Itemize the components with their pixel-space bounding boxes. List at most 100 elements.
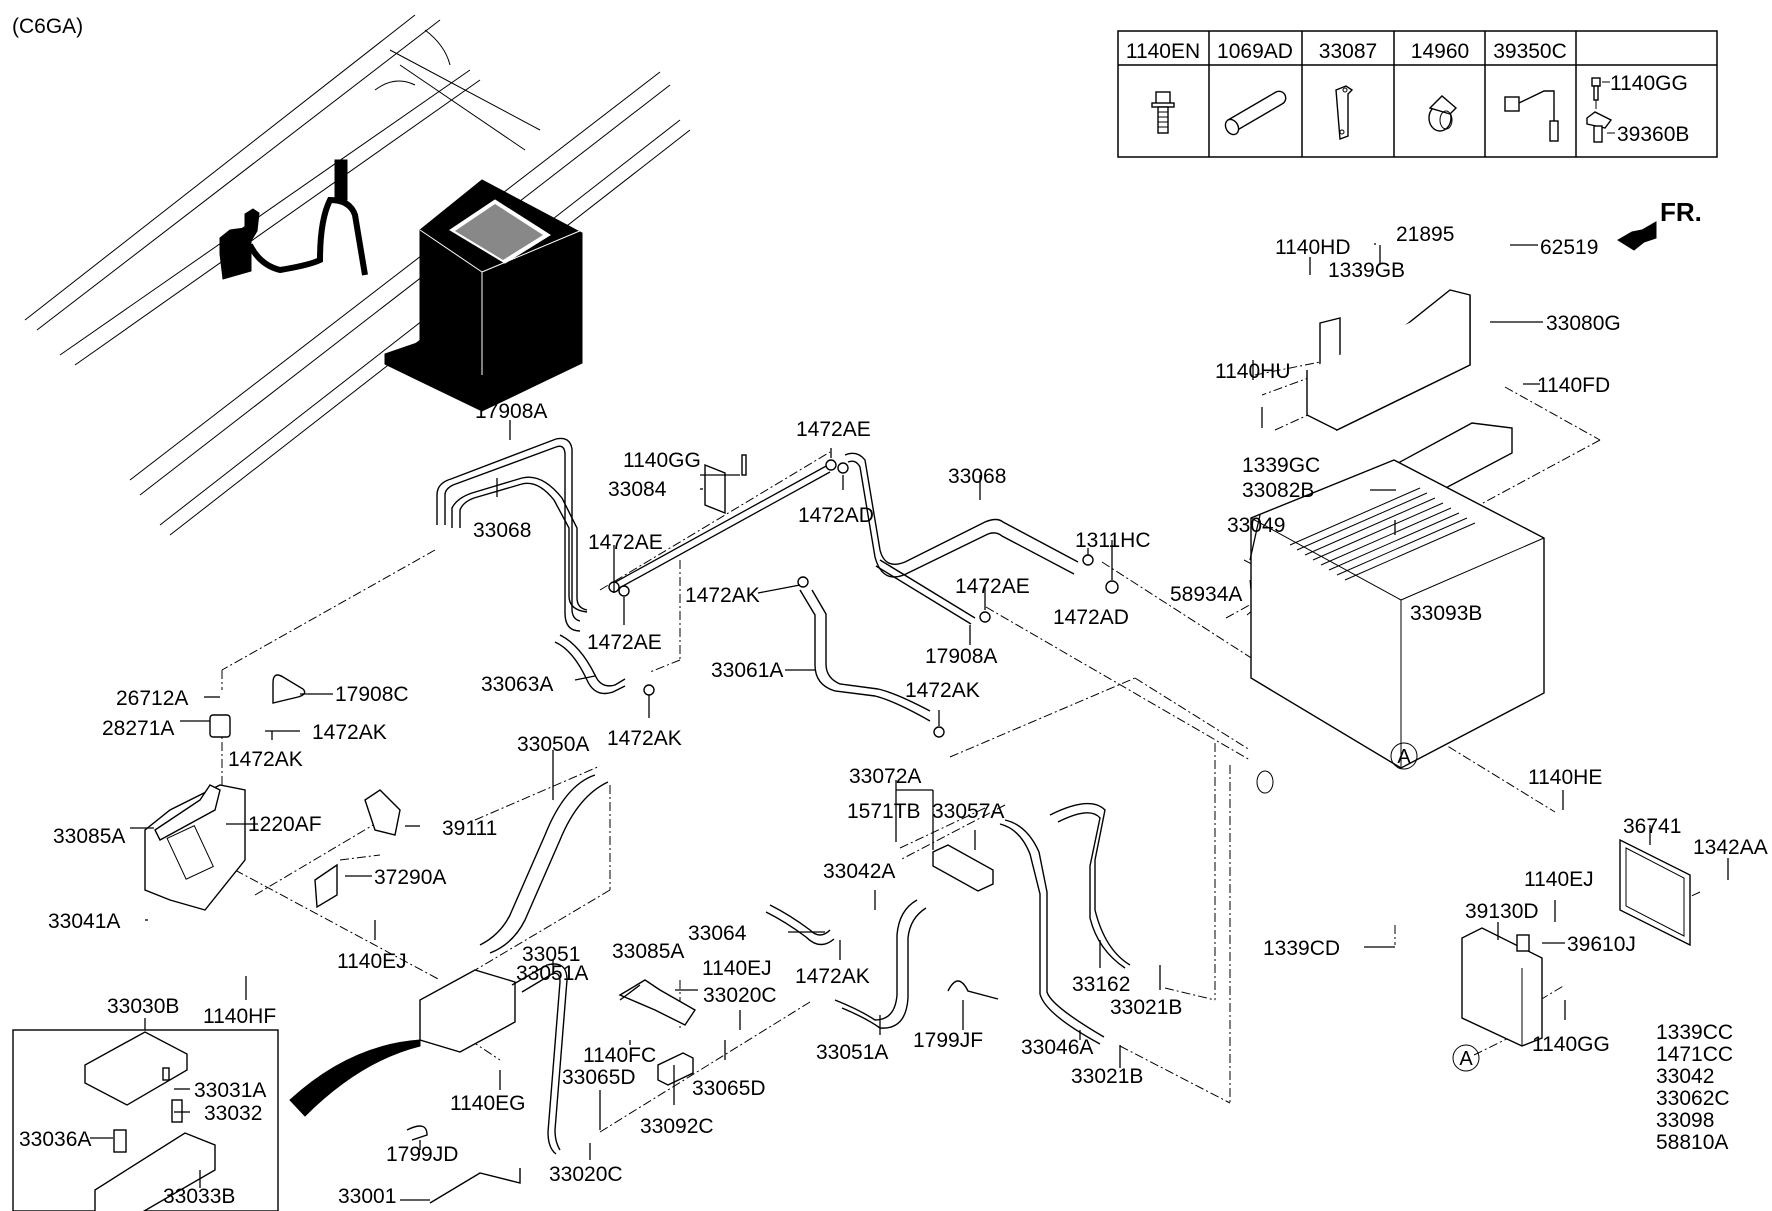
- parts-table: 1140EN 1069AD 33087 14960 39350C: [1117, 30, 1718, 158]
- callout-1472AK: 1472AK: [228, 748, 303, 771]
- hose-33050A: [479, 774, 596, 946]
- callout-1140FC: 1140FC: [583, 1044, 656, 1067]
- callout-33036A: 33036A: [19, 1128, 91, 1151]
- callout-33033B: 33033B: [163, 1185, 235, 1208]
- harness-33001: [429, 1168, 521, 1204]
- callout-1799JF: 1799JF: [913, 1029, 983, 1052]
- table-header-5: 39350C: [1493, 40, 1567, 63]
- callout-1140EG: 1140EG: [450, 1092, 526, 1115]
- callout-33046A: 33046A: [1021, 1036, 1093, 1059]
- model-code-label: (C6GA): [12, 15, 83, 38]
- callout-33084: 33084: [608, 478, 667, 501]
- callout-33063A: 33063A: [481, 673, 553, 696]
- callout-33020C: 33020C: [549, 1163, 623, 1186]
- callout-1339GB: 1339GB: [1328, 259, 1405, 282]
- hose-33064: [769, 904, 831, 936]
- block-33092C: [657, 1052, 694, 1086]
- callout-33065D: 33065D: [562, 1066, 636, 1089]
- bracket-33085A-mid: [618, 979, 696, 1026]
- callout-28271A: 28271A: [102, 717, 174, 740]
- callout-39610J: 39610J: [1567, 933, 1636, 956]
- ecu-39130D: [1461, 927, 1543, 1047]
- hose-33162: [1049, 802, 1131, 966]
- relay-39610J: [1516, 934, 1530, 952]
- parts-list-item: 33098: [1656, 1109, 1714, 1132]
- callout-33049: 33049: [1227, 514, 1285, 537]
- callout-1140EJ: 1140EJ: [702, 957, 772, 980]
- part-drawings: A A: [12, 289, 1691, 1211]
- callout-1472AE: 1472AE: [588, 531, 663, 554]
- callout-1339CD: 1339CD: [1263, 937, 1340, 960]
- callout-1140FD: 1140FD: [1537, 374, 1610, 397]
- callout-33057A: 33057A: [932, 800, 1004, 823]
- unillustrated-parts-list: 1339CC 1471CC 33042 33062C 33098 58810A: [1656, 1021, 1733, 1154]
- leader-lines: [90, 243, 1729, 1201]
- housing-33093B: [1250, 459, 1545, 794]
- callout-33001: 33001: [338, 1185, 396, 1208]
- hose-33063A: [559, 634, 626, 687]
- hose-33068-right: [844, 452, 1079, 565]
- callout-33050A: 33050A: [517, 733, 589, 756]
- valve-block-33001: [419, 969, 516, 1053]
- callout-17908A: 17908A: [925, 645, 997, 668]
- pipe-33046A: [999, 823, 1101, 1045]
- callout-1140EJ: 1140EJ: [1524, 868, 1594, 891]
- frame-36741: [1619, 838, 1691, 947]
- front-arrow-icon: [1617, 221, 1657, 251]
- callout-33061A: 33061A: [711, 659, 783, 682]
- parts-list-item: 33042: [1656, 1065, 1714, 1088]
- callout-1472AE: 1472AE: [796, 418, 871, 441]
- block-33030B-bottom: [94, 1132, 216, 1211]
- table-label-1140GG: 1140GG: [1610, 72, 1688, 95]
- callout-58934A: 58934A: [1170, 583, 1242, 606]
- callout-1140EJ: 1140EJ: [337, 950, 407, 973]
- callout-1140GG: 1140GG: [1532, 1033, 1610, 1056]
- bolt-sensor-icon: [1586, 77, 1615, 143]
- bracket-strap-icon: [1335, 85, 1354, 140]
- callout-33080G: 33080G: [1546, 312, 1621, 335]
- callout-1311HC: 1311HC: [1075, 529, 1151, 552]
- vehicle-frame-overview: [24, 14, 691, 536]
- callout-17908C: 17908C: [335, 683, 409, 706]
- callout-1140HU: 1140HU: [1215, 360, 1291, 383]
- bracket-39111: [364, 789, 401, 836]
- reference-marker-a-ecu-label: A: [1459, 1048, 1473, 1070]
- bracket-37290A: [314, 863, 338, 909]
- hose-33051: [511, 963, 568, 1151]
- table-label-39360B: 39360B: [1617, 123, 1689, 146]
- callout-26712A: 26712A: [116, 687, 188, 710]
- callout-33051: 33051: [522, 943, 580, 966]
- reference-marker-a-box-label: A: [1397, 746, 1411, 768]
- callout-36741: 36741: [1623, 815, 1681, 838]
- part-callouts: 17908A 33068 1140GG 33084 1472AE 1472AD …: [19, 223, 1768, 1208]
- callout-1472AE: 1472AE: [587, 631, 662, 654]
- callout-33021B: 33021B: [1071, 1065, 1143, 1088]
- callout-33064: 33064: [688, 922, 747, 945]
- callout-33068: 33068: [473, 519, 531, 542]
- callout-1220AF: 1220AF: [248, 813, 322, 836]
- callout-37290A: 37290A: [374, 866, 446, 889]
- callout-1472AK: 1472AK: [312, 721, 387, 744]
- callout-1140HF: 1140HF: [203, 1005, 276, 1028]
- callout-33072A: 33072A: [849, 765, 921, 788]
- callout-1799JD: 1799JD: [386, 1143, 458, 1166]
- parts-list-item: 1471CC: [1656, 1043, 1733, 1066]
- clamp-icon: [1428, 95, 1458, 132]
- callout-1140HE: 1140HE: [1528, 766, 1602, 789]
- callout-1339GC: 1339GC: [1242, 454, 1320, 477]
- callout-1472AD: 1472AD: [1053, 606, 1129, 629]
- table-header-4: 14960: [1411, 40, 1469, 63]
- sensor-icon: [1504, 90, 1559, 142]
- callout-1472AK: 1472AK: [905, 679, 980, 702]
- front-label: FR.: [1660, 197, 1702, 227]
- callout-1472AE: 1472AE: [955, 575, 1030, 598]
- clip-1799JF: [947, 980, 999, 1000]
- callout-33051A: 33051A: [816, 1041, 888, 1064]
- callout-33041A: 33041A: [48, 910, 120, 933]
- callout-17908A: 17908A: [475, 400, 547, 423]
- callout-1342AA: 1342AA: [1693, 836, 1768, 859]
- bracket-33084: [704, 463, 726, 515]
- block-33072A: [932, 844, 994, 892]
- callout-33068: 33068: [948, 465, 1006, 488]
